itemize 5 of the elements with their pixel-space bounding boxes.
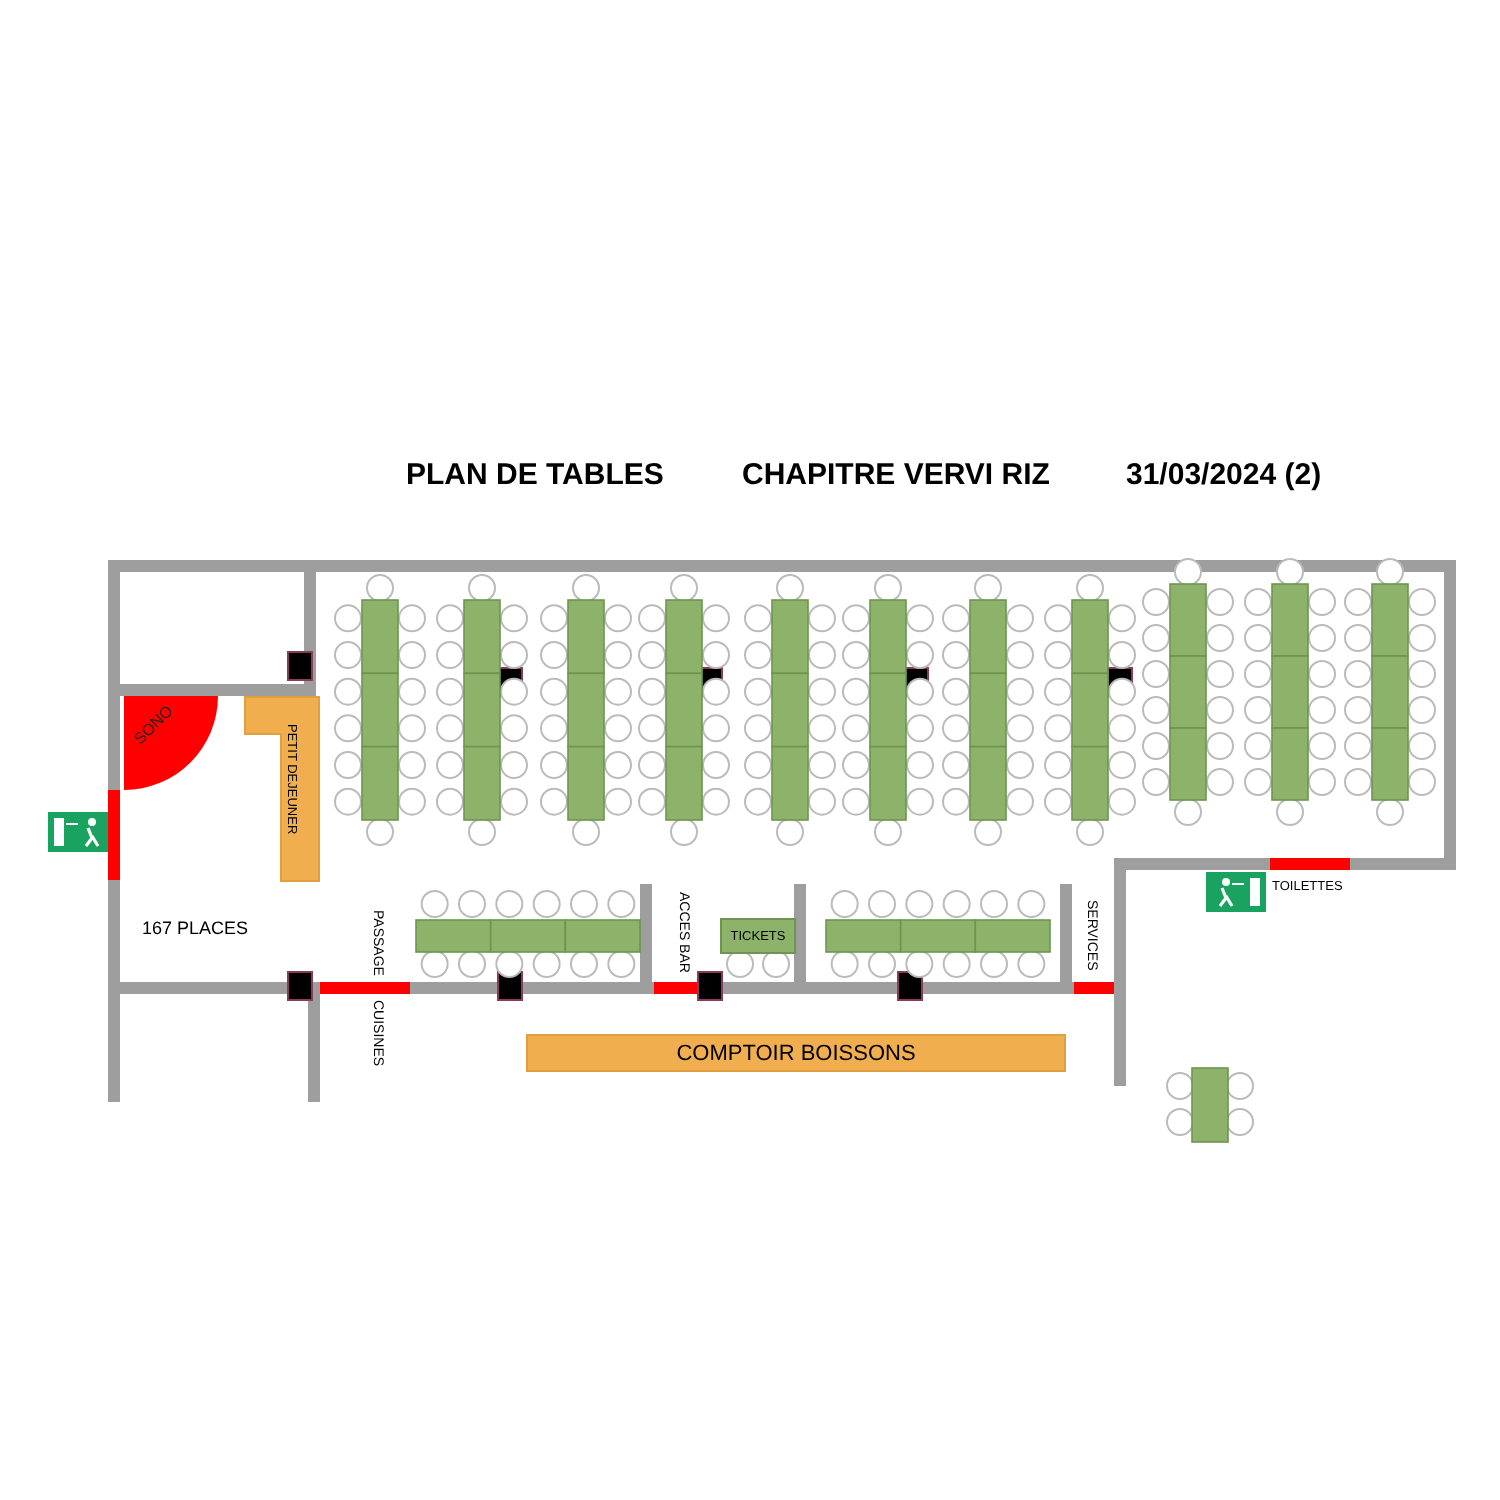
date-text: 31/03/2024 (2) [1126,458,1322,492]
bar-counter: COMPTOIR BOISSONS [526,1034,1066,1072]
capacity-text: 167 PLACES [142,918,249,938]
heading-text: CHAPITRE VERVI RIZ [742,458,1050,492]
title-text: PLAN DE TABLES [406,458,664,492]
